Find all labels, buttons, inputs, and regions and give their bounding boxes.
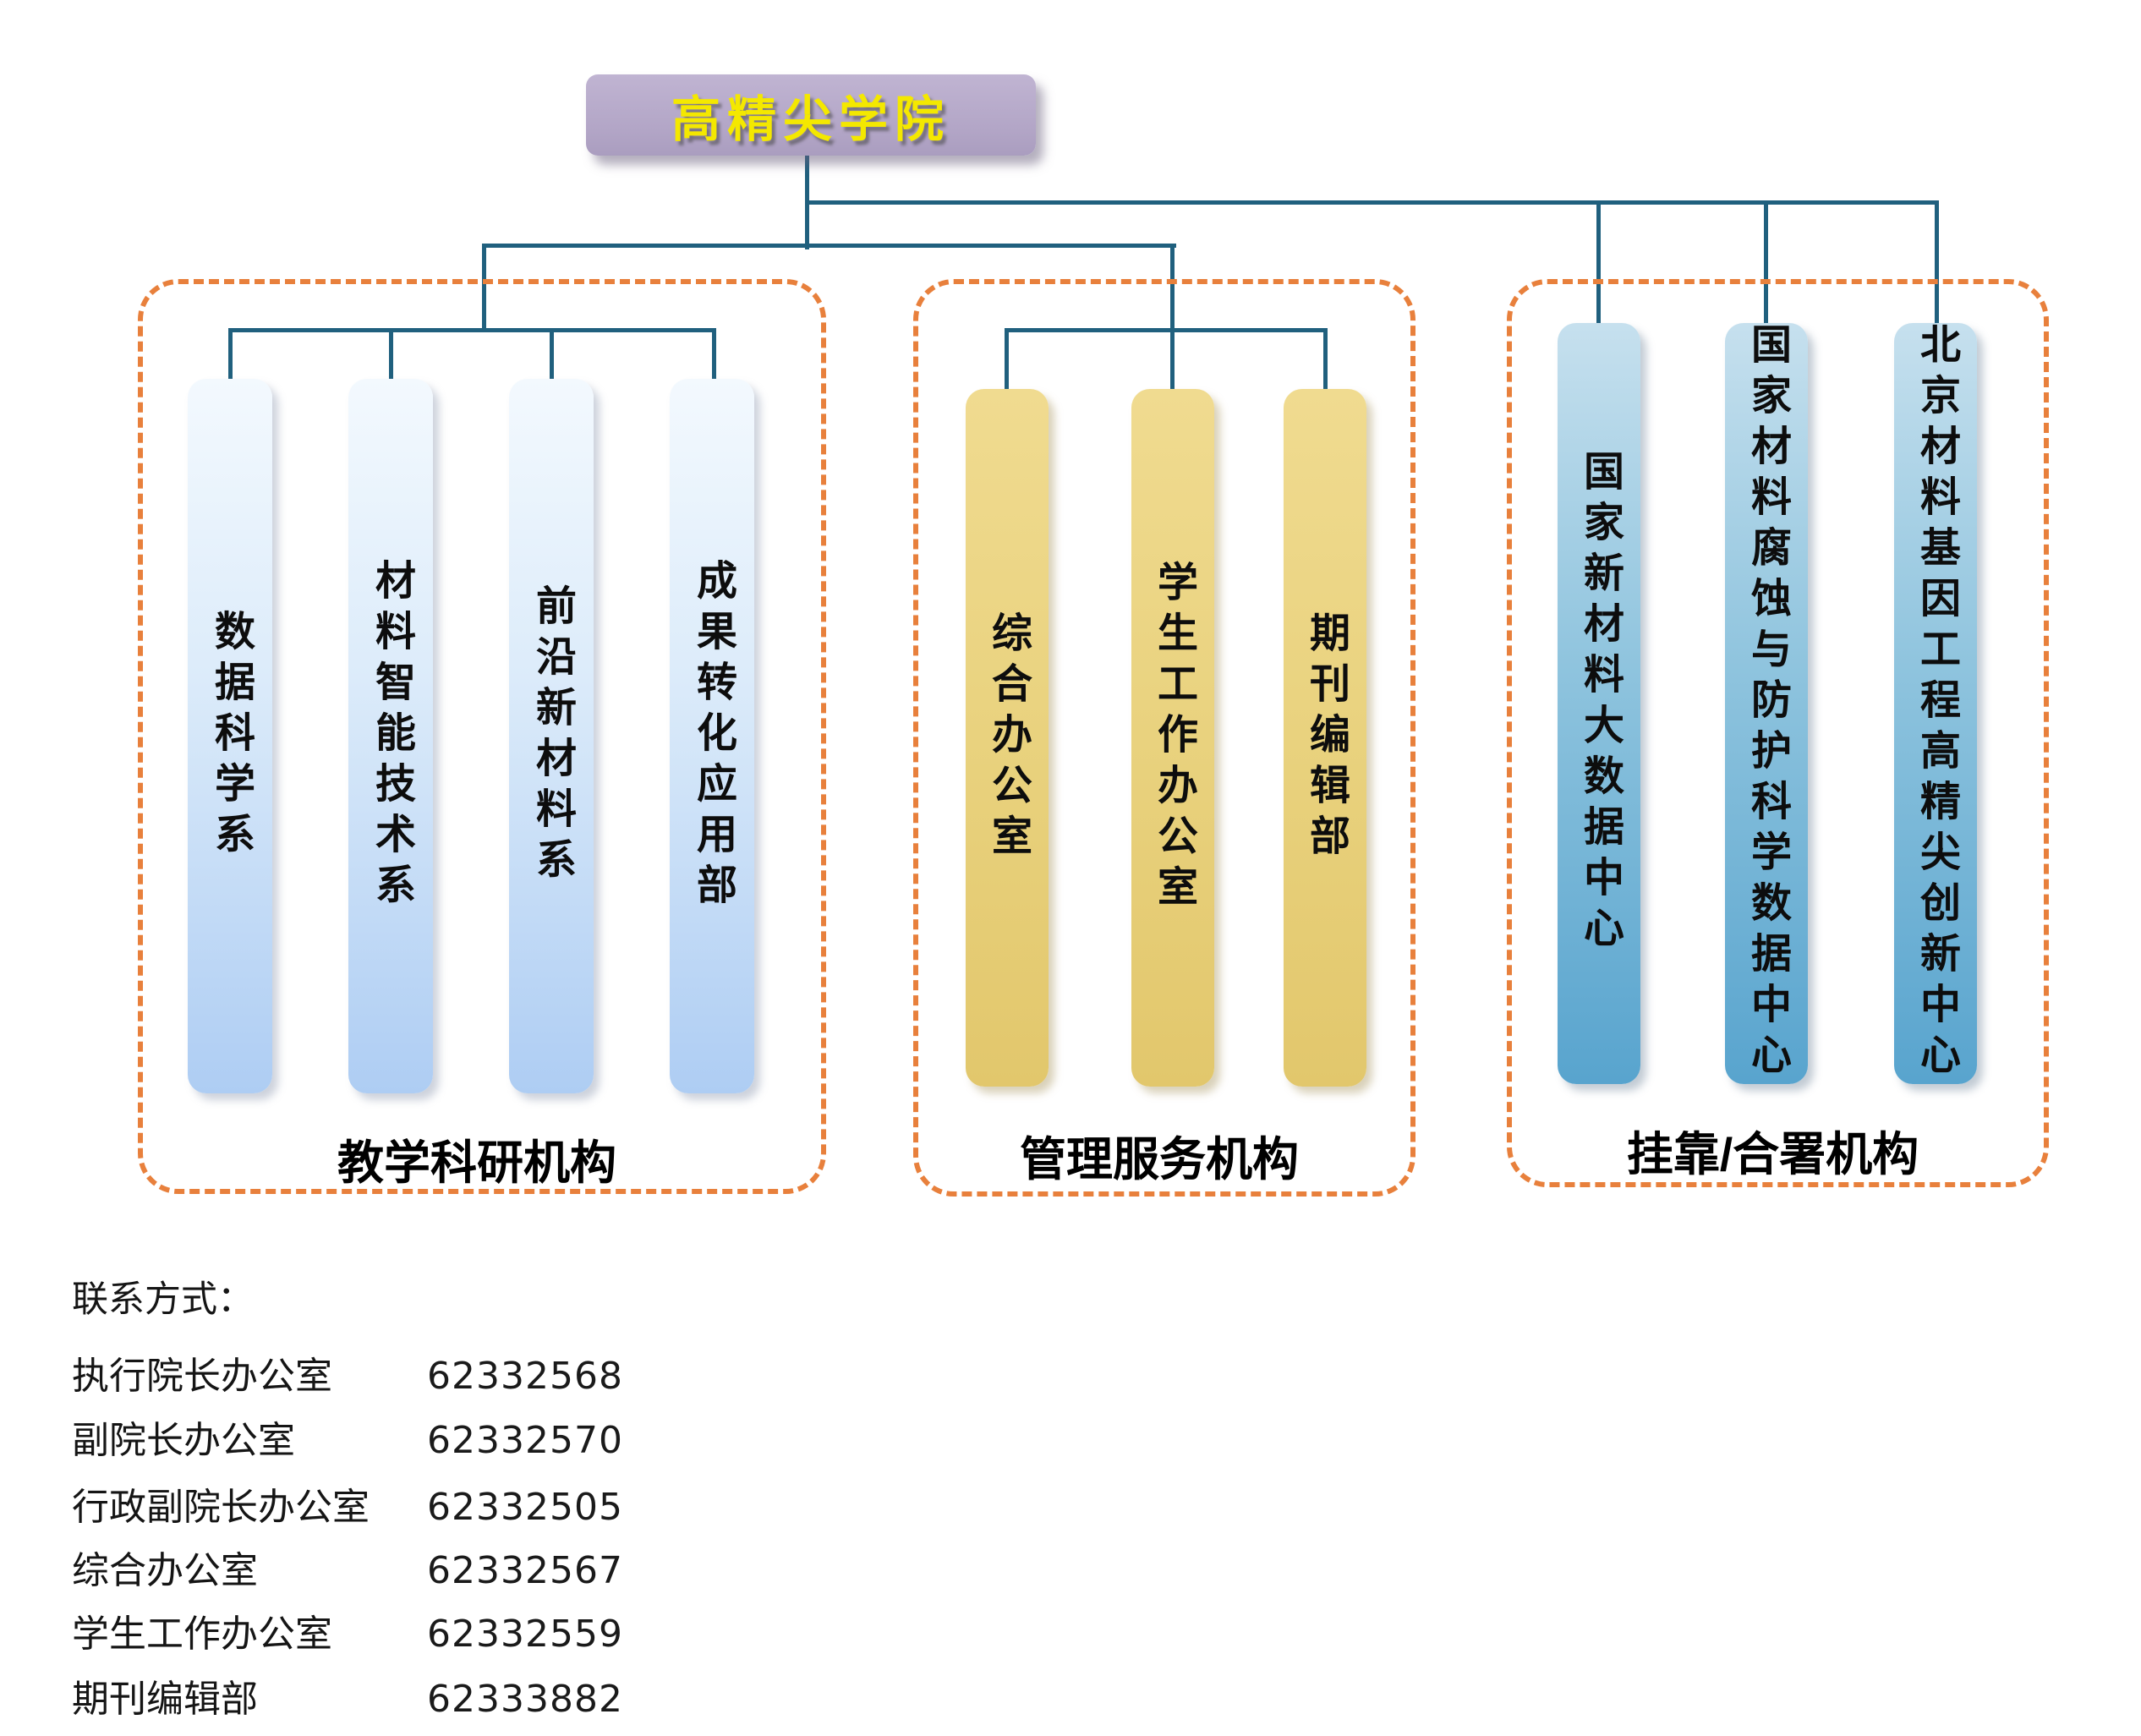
group-label-admin-service: 管理服务机构: [1019, 1133, 1299, 1186]
contact-office-name: 综合办公室: [72, 1550, 258, 1591]
root-org-title: 高精尖学院: [671, 92, 950, 147]
org-bar: 材料智能技术系: [348, 379, 433, 1093]
org-bar: 学生工作办公室: [1131, 389, 1214, 1087]
org-bar: 期刊编辑部: [1284, 389, 1366, 1087]
connector-branch-group1: [482, 244, 486, 332]
connector-level1-horizontal: [805, 200, 1939, 205]
contact-office-phone: 62332505: [427, 1486, 623, 1529]
connector-group1-drop-1: [228, 328, 233, 383]
connector-branch-group2: [1170, 244, 1175, 393]
org-bar: 综合办公室: [966, 389, 1049, 1087]
contact-office-name: 学生工作办公室: [72, 1613, 332, 1655]
contact-office-phone: 62332568: [427, 1355, 623, 1398]
contact-row: 行政副院长办公室 62332505: [0, 1484, 846, 1531]
contact-row: 副院长办公室 62332570: [0, 1417, 846, 1465]
connector-group3-drop-2: [1764, 200, 1768, 326]
org-bar: 北京材料基因工程高精尖创新中心: [1894, 323, 1977, 1084]
contact-row: 执行院长办公室 62332568: [0, 1353, 846, 1400]
root-org-box: 高精尖学院: [586, 74, 1036, 156]
contact-office-name: 行政副院长办公室: [72, 1487, 370, 1528]
connector-level2-horizontal: [482, 244, 1176, 248]
contact-row: 学生工作办公室 62332559: [0, 1611, 846, 1658]
connector-group2-drop-1: [1005, 328, 1009, 392]
connector-group1-drop-3: [550, 328, 554, 383]
org-bar: 前沿新材料系: [509, 379, 594, 1093]
contact-office-name: 执行院长办公室: [72, 1355, 332, 1397]
contact-office-name: 期刊编辑部: [72, 1678, 258, 1720]
connector-group1-horizontal: [228, 328, 716, 332]
connector-group1-drop-4: [712, 328, 716, 383]
org-bar: 数据科学系: [188, 379, 272, 1093]
org-bar: 成果转化应用部: [670, 379, 754, 1093]
contact-office-name: 副院长办公室: [72, 1420, 295, 1461]
org-bar: 国家材料腐蚀与防护科学数据中心: [1725, 323, 1808, 1084]
contact-row: 综合办公室 62332567: [0, 1547, 846, 1595]
contact-row: 期刊编辑部 62333882: [0, 1676, 846, 1723]
contact-office-phone: 62332567: [427, 1549, 623, 1592]
contact-section-title: 联系方式：: [72, 1280, 254, 1320]
group-box-affiliated: [1507, 279, 2049, 1187]
connector-group2-drop-3: [1323, 328, 1328, 392]
group-box-teaching-research: [138, 279, 826, 1194]
connector-group3-drop-3: [1935, 200, 1939, 326]
group-box-admin-service: [913, 279, 1415, 1197]
connector-group2-horizontal: [1005, 328, 1328, 332]
group-label-teaching-research: 教学科研机构: [337, 1136, 616, 1189]
contact-office-phone: 62332570: [427, 1419, 623, 1462]
org-bar: 国家新材料大数据中心: [1558, 323, 1640, 1084]
group-label-affiliated: 挂靠/合署机构: [1626, 1128, 1919, 1180]
connector-group3-drop-1: [1596, 200, 1601, 326]
connector-group1-drop-2: [389, 328, 393, 383]
contact-office-phone: 62332559: [427, 1613, 623, 1656]
contact-office-phone: 62333882: [427, 1678, 623, 1721]
